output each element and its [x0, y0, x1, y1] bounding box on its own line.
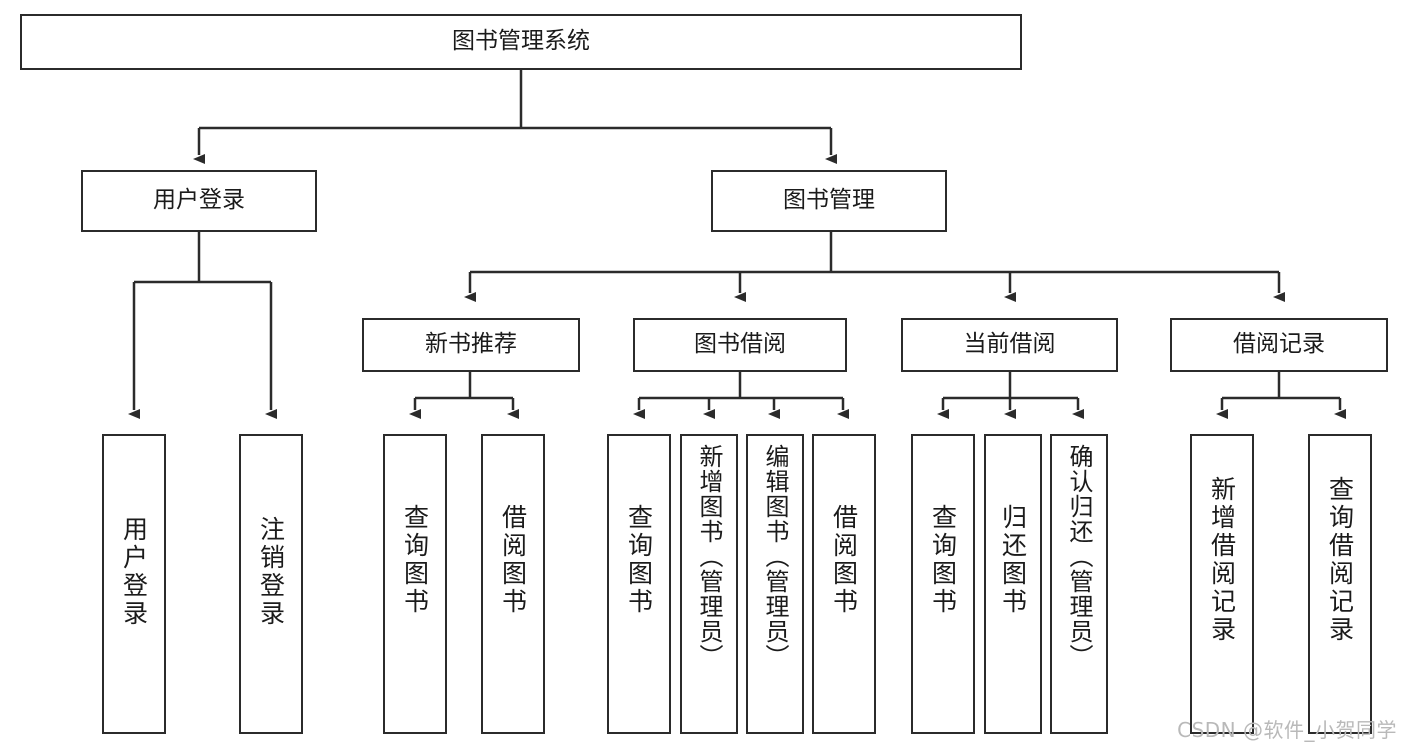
node-label: 查询图书: [928, 504, 958, 616]
node-label: 新增借阅记录: [1207, 476, 1237, 644]
leaf-borrow-book-recommend[interactable]: 借阅图书: [481, 434, 545, 734]
node-label: 当前借阅: [963, 331, 1056, 358]
node-borrow-record[interactable]: 借阅记录: [1170, 318, 1388, 372]
leaf-add-borrow-record[interactable]: 新增借阅记录: [1190, 434, 1254, 734]
node-new-book-recommend[interactable]: 新书推荐: [362, 318, 580, 372]
node-label: 注销登录: [256, 516, 286, 628]
node-label: 编辑图书（管理员）: [761, 444, 789, 669]
node-label: 用户登录: [153, 187, 245, 214]
leaf-query-book-current[interactable]: 查询图书: [911, 434, 975, 734]
leaf-edit-book-admin[interactable]: 编辑图书（管理员）: [746, 434, 804, 734]
node-label: 查询借阅记录: [1325, 476, 1355, 644]
node-label: 借阅图书: [829, 504, 859, 616]
node-user-login[interactable]: 用户登录: [81, 170, 317, 232]
leaf-user-login[interactable]: 用户登录: [102, 434, 166, 734]
node-label: 借阅记录: [1233, 331, 1325, 358]
node-root-system[interactable]: 图书管理系统: [20, 14, 1022, 70]
node-label: 新书推荐: [425, 331, 517, 358]
node-label: 用户登录: [119, 516, 149, 628]
watermark-text: CSDN @软件_小贺同学: [1177, 718, 1397, 742]
node-label: 确认归还（管理员）: [1065, 444, 1093, 669]
leaf-return-book[interactable]: 归还图书: [984, 434, 1042, 734]
leaf-query-book-borrow[interactable]: 查询图书: [607, 434, 671, 734]
node-label: 查询图书: [624, 504, 654, 616]
leaf-query-book-recommend[interactable]: 查询图书: [383, 434, 447, 734]
node-label: 图书借阅: [694, 331, 786, 358]
node-label: 借阅图书: [498, 504, 528, 616]
node-label: 图书管理系统: [452, 28, 590, 55]
leaf-user-logout[interactable]: 注销登录: [239, 434, 303, 734]
node-label: 查询图书: [400, 504, 430, 616]
leaf-add-book-admin[interactable]: 新增图书（管理员）: [680, 434, 738, 734]
node-current-borrow[interactable]: 当前借阅: [901, 318, 1118, 372]
leaf-borrow-book[interactable]: 借阅图书: [812, 434, 876, 734]
node-book-management[interactable]: 图书管理: [711, 170, 947, 232]
leaf-confirm-return-admin[interactable]: 确认归还（管理员）: [1050, 434, 1108, 734]
node-label: 图书管理: [783, 187, 875, 214]
leaf-query-borrow-record[interactable]: 查询借阅记录: [1308, 434, 1372, 734]
node-label: 新增图书（管理员）: [695, 444, 723, 669]
node-label: 归还图书: [998, 504, 1028, 616]
node-book-borrow[interactable]: 图书借阅: [633, 318, 847, 372]
